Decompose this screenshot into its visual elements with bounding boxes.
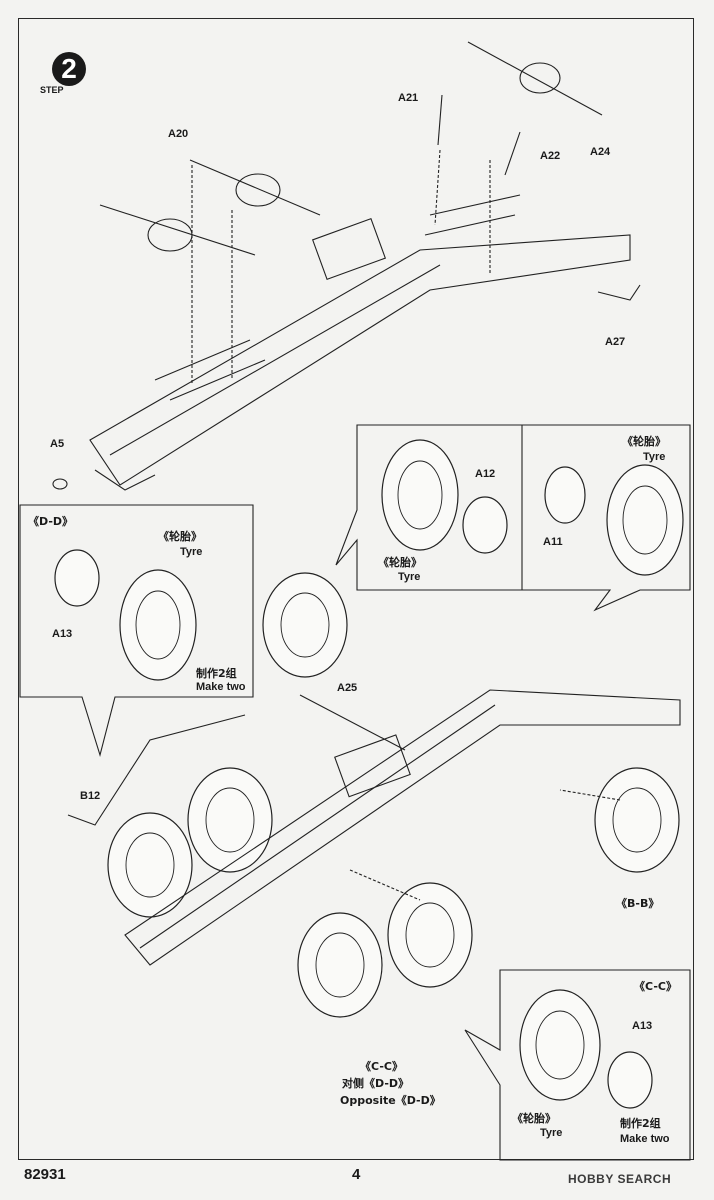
tyre-front-right: [594, 767, 680, 873]
callout-box-cc: [464, 969, 691, 1161]
tyre-rear-1: [187, 767, 273, 873]
label-a13-right: A13: [632, 1020, 653, 1032]
rear-axle-a20-1: [99, 204, 256, 256]
exhaust-b12: [67, 714, 246, 826]
tyre-en-4: Tyre: [540, 1127, 563, 1139]
bb-label: 《B-B》: [616, 897, 660, 910]
rod-a25: [299, 694, 406, 751]
tyre-front-left: [262, 572, 348, 678]
make-two-en-1: Make two: [196, 681, 246, 693]
upper-fuel-tank: [311, 217, 387, 281]
label-a13-left: A13: [52, 628, 73, 640]
make-two-en-2: Make two: [620, 1133, 670, 1145]
rod-a22: [504, 131, 521, 176]
front-axle-a24: [467, 41, 603, 116]
tyre-en-3: Tyre: [643, 451, 666, 463]
label-a5: A5: [50, 438, 65, 450]
page-number: 4: [352, 1166, 361, 1183]
label-a22: A22: [540, 150, 561, 162]
label-a12: A12: [475, 468, 496, 480]
make-two-cn-1: 制作2组: [196, 667, 237, 680]
tyre-rear-4: [297, 912, 383, 1018]
label-a20: A20: [168, 128, 189, 140]
product-code: 82931: [24, 1166, 66, 1183]
step-word: STEP: [40, 85, 64, 95]
tyre-rear-2: [107, 812, 193, 918]
tyre-cn-3: 《轮胎》: [622, 435, 666, 448]
page-frame: [18, 18, 694, 1160]
tyre-cc-box: [519, 989, 601, 1101]
label-a25: A25: [337, 682, 358, 694]
opposite-en: Opposite《D-D》: [340, 1094, 441, 1107]
dd-title: 《D-D》: [28, 515, 74, 528]
cc-title: 《C-C》: [634, 980, 677, 993]
tyre-en-2: Tyre: [398, 571, 421, 583]
upper-chassis-frame: [89, 234, 631, 486]
tyre-cn-2: 《轮胎》: [378, 556, 422, 569]
lower-fuel-tank: [334, 734, 411, 798]
label-a11: A11: [543, 536, 563, 548]
tyre-en-1: Tyre: [180, 546, 203, 558]
rear-axle-a20-2: [189, 159, 321, 216]
tyre-a12-box: [381, 439, 459, 551]
opposite-cn: 对侧《D-D》: [342, 1077, 410, 1090]
label-a24: A24: [590, 146, 611, 158]
tyre-cn-1: 《轮胎》: [158, 530, 202, 543]
label-b12: B12: [80, 790, 101, 802]
make-two-cn-2: 制作2组: [620, 1117, 661, 1130]
callout-box-a12: [335, 424, 523, 591]
lower-chassis-frame: [124, 689, 681, 966]
tyre-rear-3: [387, 882, 473, 988]
watermark: HOBBY SEARCH: [568, 1172, 672, 1186]
tyre-dd-box: [119, 569, 197, 681]
cc-label: 《C-C》: [360, 1060, 403, 1073]
step-number: 2: [52, 52, 86, 86]
label-a21: A21: [398, 92, 419, 104]
callout-box-a11: [522, 424, 691, 612]
step-badge: 2 STEP: [38, 52, 98, 104]
rod-a21: [437, 94, 443, 146]
callout-box-dd: [19, 504, 254, 758]
tyre-cn-4: 《轮胎》: [512, 1112, 556, 1125]
tyre-a11-box: [606, 464, 684, 576]
label-a27: A27: [605, 336, 626, 348]
